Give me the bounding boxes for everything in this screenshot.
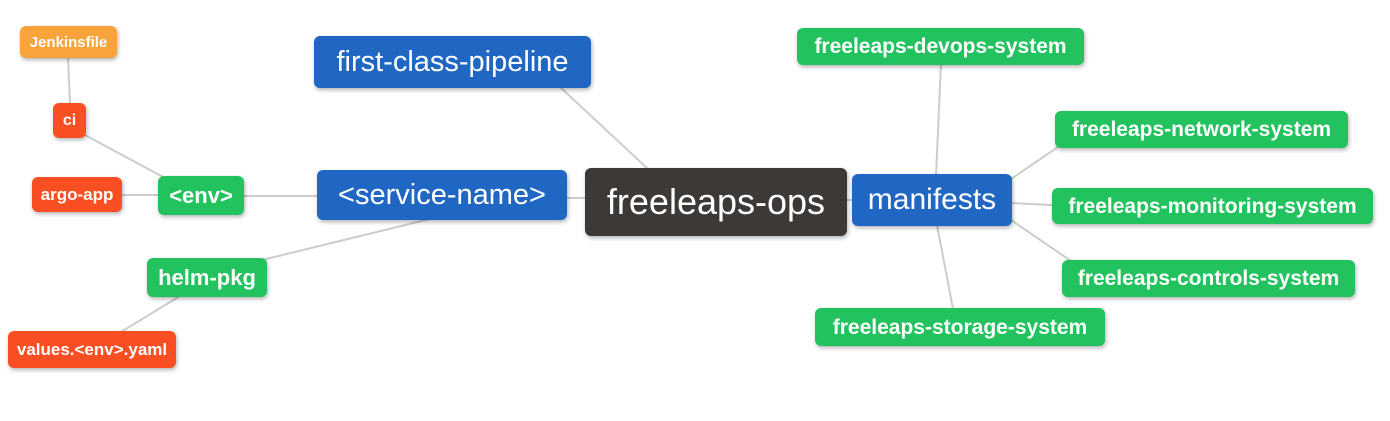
edge-manifests-freeleaps-monitoring-system: [1010, 202, 1052, 206]
node-service-name[interactable]: <service-name>: [317, 170, 567, 220]
node-env[interactable]: <env>: [158, 176, 244, 215]
node-freeleaps-network-system[interactable]: freeleaps-network-system: [1055, 111, 1348, 148]
node-manifests[interactable]: manifests: [852, 174, 1012, 226]
edge-service-name-helm-pkg: [261, 218, 431, 261]
edge-ci-env: [82, 133, 166, 179]
node-freeleaps-monitoring-system[interactable]: freeleaps-monitoring-system: [1052, 188, 1373, 224]
edge-jenkinsfile-ci: [67, 56, 71, 105]
node-first-class-pipeline[interactable]: first-class-pipeline: [314, 36, 591, 88]
node-ci[interactable]: ci: [53, 103, 86, 138]
node-helm-pkg[interactable]: helm-pkg: [147, 258, 267, 297]
edge-manifests-freeleaps-network-system: [1010, 146, 1059, 180]
node-jenkinsfile[interactable]: Jenkinsfile: [20, 26, 117, 58]
edge-manifests-freeleaps-devops-system: [935, 63, 942, 176]
edge-helm-pkg-values-env-yaml: [120, 295, 181, 333]
node-freeleaps-controls-system[interactable]: freeleaps-controls-system: [1062, 260, 1355, 297]
node-freeleaps-ops[interactable]: freeleaps-ops: [585, 168, 847, 236]
node-freeleaps-storage-system[interactable]: freeleaps-storage-system: [815, 308, 1105, 346]
node-freeleaps-devops-system[interactable]: freeleaps-devops-system: [797, 28, 1084, 65]
edge-manifests-freeleaps-storage-system: [936, 224, 954, 310]
node-values-env-yaml[interactable]: values.<env>.yaml: [8, 331, 176, 368]
edge-manifests-freeleaps-controls-system: [1010, 219, 1072, 262]
edge-first-class-pipeline-freeleaps-ops: [559, 86, 649, 170]
node-argo-app[interactable]: argo-app: [32, 177, 122, 212]
